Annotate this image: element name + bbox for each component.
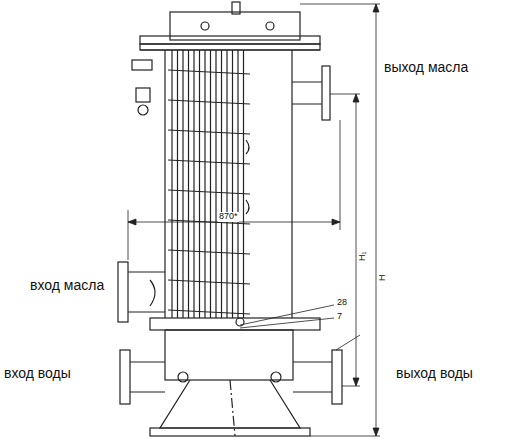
flow-label: вход воды <box>4 366 71 381</box>
baffle <box>168 280 250 284</box>
drain-plug <box>178 372 188 382</box>
flow-label: вход масла <box>30 278 104 293</box>
tube-sheet <box>140 44 320 50</box>
baffle <box>168 100 250 104</box>
cooling-tube <box>204 50 205 318</box>
water-outlet-flange <box>332 350 342 404</box>
break-line <box>246 200 249 214</box>
shell-wall <box>164 50 165 318</box>
drain-plug <box>271 372 281 382</box>
dimension-value: 870* <box>218 212 239 222</box>
bolt <box>266 22 274 30</box>
callout-number: 28 <box>336 298 348 308</box>
shell-wall <box>291 50 292 318</box>
dimension-value: H₁ <box>358 250 368 262</box>
baffle <box>168 130 250 134</box>
cooling-tube <box>193 50 194 318</box>
cooling-tube <box>182 50 183 318</box>
eye-bolt <box>232 2 240 14</box>
oil-outlet-pipe <box>292 82 322 104</box>
pipe-bend <box>150 280 155 306</box>
valve-handle <box>138 105 148 115</box>
cooling-tube <box>226 50 227 318</box>
baffle <box>168 250 250 254</box>
water-inlet-flange <box>120 350 130 404</box>
baffle <box>168 160 250 164</box>
baffle <box>168 70 250 74</box>
cooling-tube <box>232 50 233 318</box>
break-line <box>246 140 249 154</box>
cooling-tube <box>215 50 216 318</box>
vent-valve <box>132 60 152 70</box>
oil-outlet-flange <box>322 66 330 120</box>
flow-label: выход масла <box>384 60 468 75</box>
base-plate <box>150 428 310 436</box>
cooling-tube <box>199 50 200 318</box>
dimension-lines <box>128 4 380 436</box>
bottom-flange <box>150 318 320 330</box>
bolt <box>201 22 209 30</box>
cooling-tube <box>188 50 189 318</box>
cooling-tube <box>177 50 178 318</box>
oil-inlet-pipe <box>128 272 165 312</box>
baffle <box>168 310 250 314</box>
top-flange <box>140 36 320 44</box>
valve <box>136 88 150 102</box>
support-base <box>160 380 300 428</box>
flow-label: выход воды <box>396 366 473 381</box>
baffle <box>168 190 250 194</box>
tube-bundle <box>168 50 250 318</box>
cooling-tube <box>171 50 172 318</box>
cooling-tube <box>237 50 238 318</box>
oil-inlet-flange <box>118 262 128 322</box>
center-line <box>230 380 235 436</box>
cooling-tube <box>221 50 222 318</box>
callout-number: 7 <box>336 312 343 322</box>
cooling-tube <box>210 50 211 318</box>
dimension-value: H <box>378 274 388 283</box>
cooling-tube <box>243 50 244 318</box>
